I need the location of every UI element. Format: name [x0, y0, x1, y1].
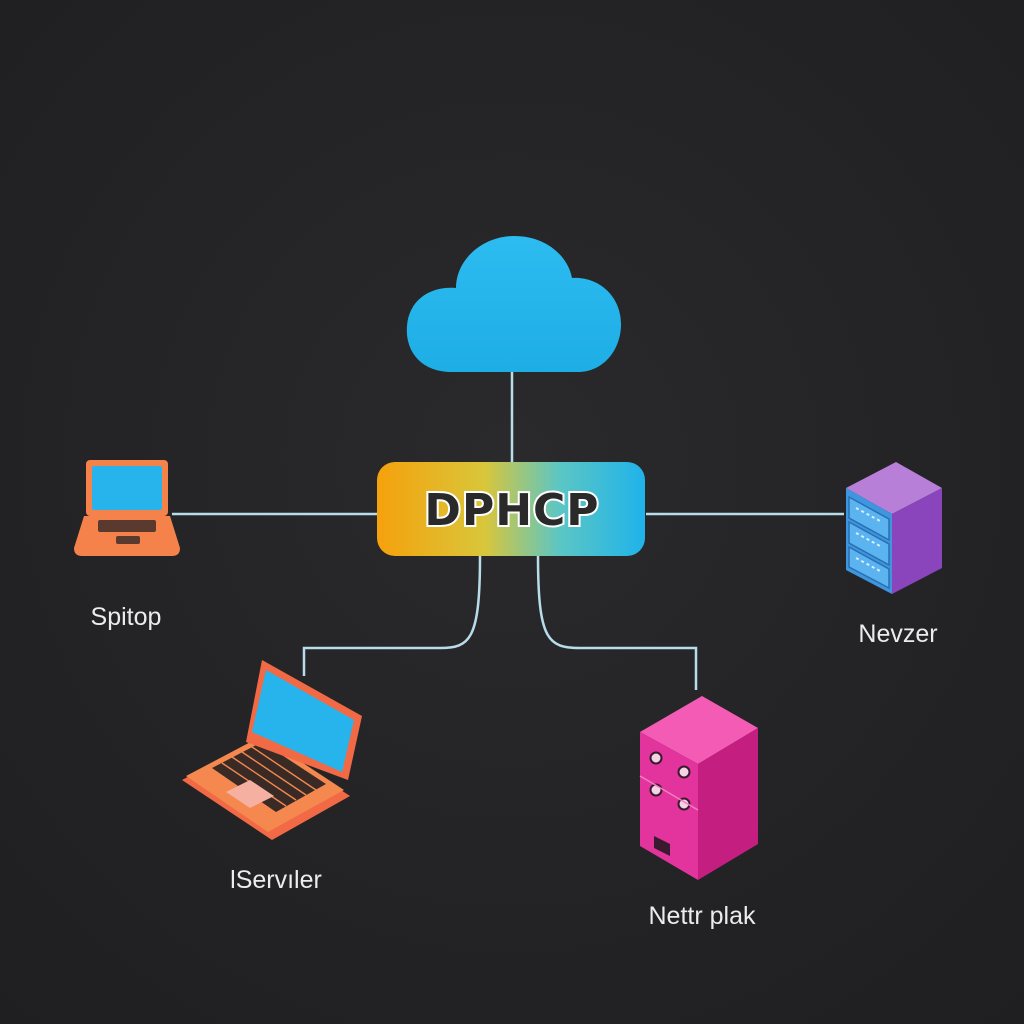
node-label: lServıler	[230, 866, 322, 894]
hub-box	[377, 462, 645, 556]
link-hub-server-bottom	[536, 555, 698, 690]
server-bottom-node[interactable]: Nettr plak	[639, 696, 758, 930]
laptop-left-node[interactable]: Spitop	[74, 460, 180, 631]
node-label: Nevzer	[858, 620, 937, 648]
node-label: Nettr plak	[649, 902, 756, 930]
server-tower-icon	[639, 696, 758, 880]
hub-label: DPHCP	[424, 485, 599, 536]
server-right-node[interactable]: Nevzer	[846, 462, 942, 648]
server-rack-icon	[846, 462, 942, 594]
link-hub-laptop-bottom	[302, 555, 482, 676]
cloud-icon	[406, 236, 622, 372]
dhcp-hub[interactable]: DPHCP	[377, 462, 645, 556]
node-label: Spitop	[91, 603, 162, 631]
connections	[172, 372, 844, 690]
laptop-bottom-node[interactable]: lServıler	[182, 660, 362, 894]
laptop-icon	[74, 460, 180, 556]
laptop-icon	[182, 660, 362, 840]
